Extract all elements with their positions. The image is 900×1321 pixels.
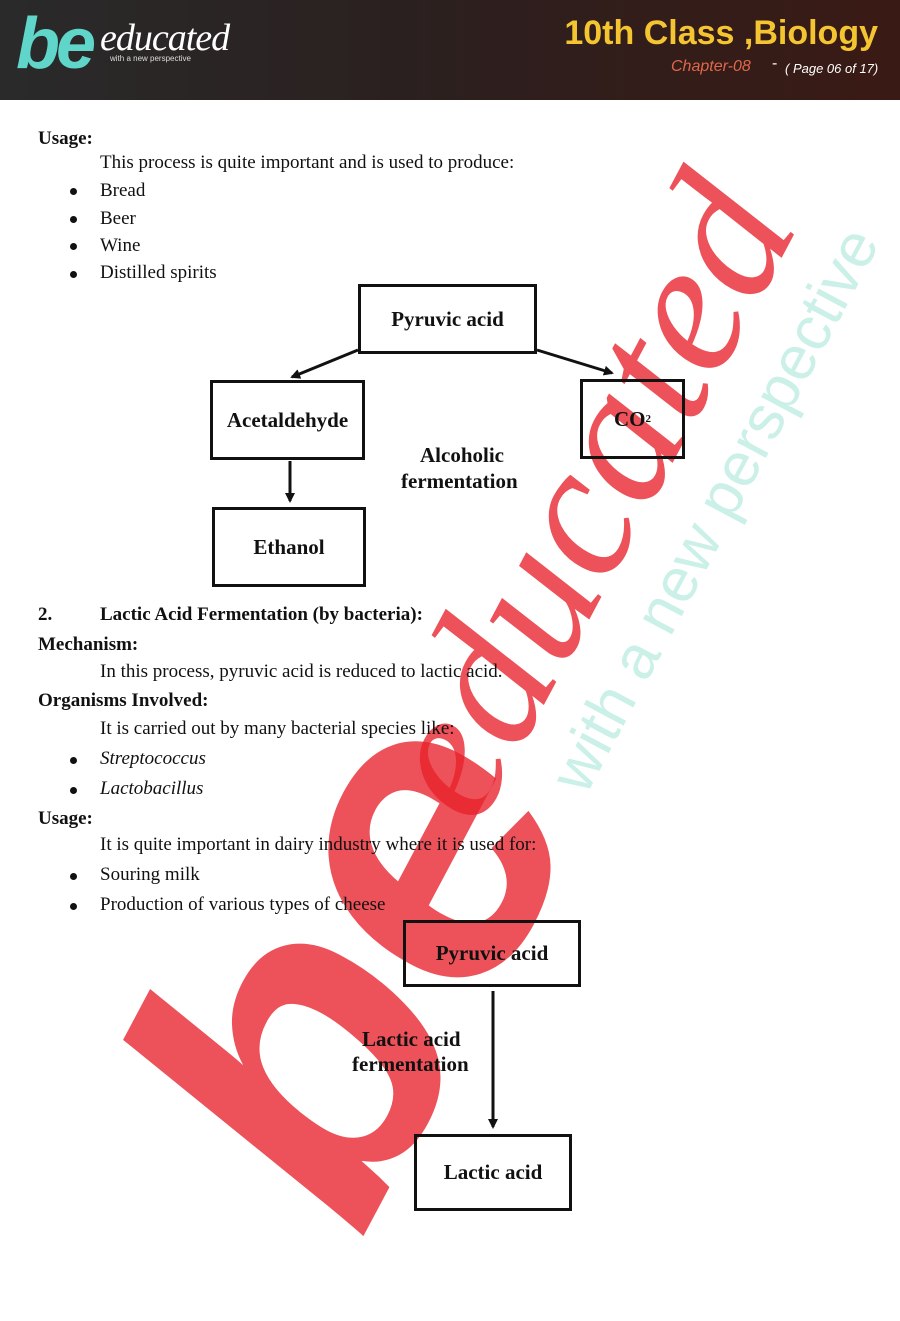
diagram2-label-line2: fermentation: [352, 1052, 469, 1076]
usage-heading-2: Usage:: [38, 808, 93, 829]
mechanism-heading: Mechanism:: [38, 634, 139, 655]
logo-educated: educated: [100, 17, 230, 59]
list-item: Distilled spirits: [100, 262, 217, 283]
diagram1-acetaldehyde-box: Acetaldehyde: [210, 380, 365, 460]
header-title: 10th Class ,Biology: [564, 14, 878, 52]
diagram2-label-line1: Lactic acid: [362, 1027, 461, 1051]
section2-number: 2.: [38, 604, 53, 625]
diagram1-ethanol-box: Ethanol: [212, 507, 366, 587]
header-page-number: ( Page 06 of 17): [785, 61, 879, 76]
diagram1-label-line1: Alcoholic: [420, 443, 504, 467]
arrow-pyruvic-to-acetaldehyde: [290, 348, 359, 379]
logo-be: be: [16, 4, 96, 84]
mechanism-text: In this process, pyruvic acid is reduced…: [100, 661, 503, 682]
bullet: [70, 243, 77, 250]
bullet: [70, 188, 77, 195]
diagram2-lactic-acid-box: Lactic acid: [414, 1134, 572, 1211]
use-item: Production of various types of cheese: [100, 894, 386, 915]
usage-heading-1: Usage:: [38, 128, 93, 149]
watermark-educated: educated: [329, 144, 837, 849]
list-item: Wine: [100, 235, 141, 256]
list-item: Bread: [100, 180, 146, 201]
page-header: be educated with a new perspective 10th …: [0, 0, 900, 100]
header-dash: -: [772, 55, 778, 72]
logo-tagline: with a new perspective: [110, 54, 191, 63]
watermark-tagline: with a new perspective: [537, 217, 893, 804]
organisms-text: It is carried out by many bacterial spec…: [100, 718, 455, 739]
diagram1-label-line2: fermentation: [401, 469, 518, 493]
organism-item: Streptococcus: [100, 748, 206, 769]
arrow-pyruvic-to-co2: [536, 348, 614, 376]
organisms-heading: Organisms Involved:: [38, 690, 209, 711]
diagram1-pyruvic-acid-box: Pyruvic acid: [358, 284, 537, 354]
organism-item: Lactobacillus: [100, 778, 204, 799]
usage-intro-1: This process is quite important and is u…: [100, 152, 515, 173]
bullet: [70, 271, 77, 278]
use-item: Souring milk: [100, 864, 200, 885]
usage-text-2: It is quite important in dairy industry …: [100, 834, 537, 855]
diagram2-pyruvic-acid-box: Pyruvic acid: [403, 920, 581, 987]
bullet: [70, 873, 77, 880]
bullet: [70, 903, 77, 910]
co2-label: CO: [614, 406, 646, 431]
list-item: Beer: [100, 208, 136, 229]
bullet: [70, 757, 77, 764]
bullet: [70, 787, 77, 794]
header-chapter: Chapter-08: [671, 58, 751, 75]
co2-subscript: 2: [645, 413, 652, 425]
section2-title: Lactic Acid Fermentation (by bacteria):: [100, 604, 423, 625]
bullet: [70, 216, 77, 223]
